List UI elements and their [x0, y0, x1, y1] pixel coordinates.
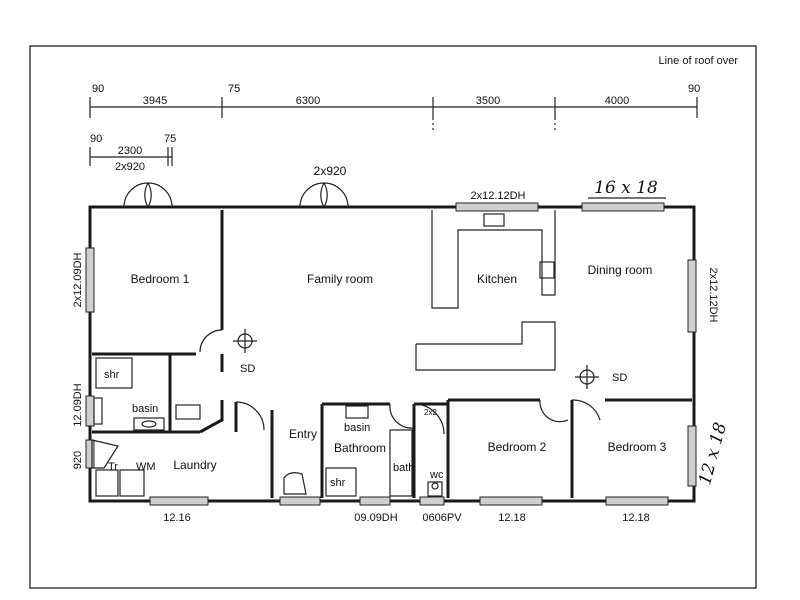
room-entry: Entry — [289, 427, 317, 441]
dim-4000: 4000 — [605, 95, 629, 107]
dim-90-left: 90 — [92, 83, 104, 95]
dim-90-right: 90 — [688, 83, 700, 95]
label-sd-2: SD — [612, 372, 627, 384]
room-bedroom3: Bedroom 3 — [608, 440, 667, 454]
fixtures — [91, 357, 443, 497]
window-laundry-side — [85, 439, 95, 469]
label-wm: WM — [136, 461, 156, 473]
room-family: Family room — [307, 272, 373, 286]
window-bath — [85, 395, 95, 427]
handwritten-dining-size: 16 x 18 — [594, 178, 658, 198]
label-shr-1: shr — [104, 369, 120, 381]
exterior-walls — [88, 205, 696, 503]
room-laundry: Laundry — [173, 458, 216, 472]
label-shr-2: shr — [330, 477, 346, 489]
label-wc: wc — [429, 469, 444, 481]
dim-3500: 3500 — [476, 95, 500, 107]
door-swings — [123, 182, 601, 495]
roof-note: Line of roof over — [659, 55, 739, 67]
window-bedroom1 — [85, 247, 95, 313]
window-kitchen — [455, 202, 539, 212]
label-window-bedroom3: 12.18 — [622, 512, 650, 524]
label-sd-1: SD — [240, 363, 255, 375]
label-window-kitchen: 2x12.12DH — [470, 190, 525, 202]
smoke-detector-2 — [575, 365, 599, 389]
window-laundry — [149, 496, 209, 506]
label-window-bedroom1: 2x12.09DH — [72, 252, 84, 307]
dim2-2300: 2300 — [118, 145, 142, 157]
dim-6300: 6300 — [296, 95, 320, 107]
dim-3945: 3945 — [143, 95, 167, 107]
room-kitchen: Kitchen — [477, 272, 517, 286]
window-entry — [279, 496, 321, 506]
dim-75: 75 — [228, 83, 240, 95]
label-basin-1: basin — [132, 403, 158, 415]
label-window-dining: 2x12.12DH — [707, 267, 719, 322]
label-window-bath: 12.09DH — [72, 383, 84, 426]
dimension-line-second: 90 75 2300 2x920 — [89, 133, 176, 173]
dim2-75: 75 — [164, 133, 176, 145]
window-bedroom3 — [605, 496, 669, 506]
smoke-detector-1 — [233, 329, 257, 353]
kitchen-cabinets — [415, 210, 556, 371]
room-bedroom2: Bedroom 2 — [488, 440, 547, 454]
room-dining: Dining room — [588, 263, 653, 277]
label-bath: bath — [393, 462, 414, 474]
windows — [85, 202, 697, 506]
label-tr: Tr — [108, 461, 118, 473]
dim2-2x920: 2x920 — [115, 161, 145, 173]
label-window-bedroom2: 12.18 — [498, 512, 526, 524]
window-wc — [419, 496, 445, 506]
room-bedroom1: Bedroom 1 — [131, 272, 190, 286]
window-bedroom2 — [479, 496, 543, 506]
label-note: 2x2 — [424, 408, 437, 417]
roof-outline — [29, 45, 757, 589]
label-door-top-mid: 2x920 — [314, 164, 347, 178]
dimension-line-top: 90 3945 75 6300 3500 4000 90 — [89, 83, 700, 118]
window-bathroom — [359, 496, 391, 506]
room-bathroom: Bathroom — [334, 441, 386, 455]
label-basin-2: basin — [344, 422, 370, 434]
window-dining-top — [581, 202, 665, 212]
window-bedroom3-side — [687, 425, 697, 487]
label-window-laundry: 12.16 — [163, 512, 191, 524]
dim2-90: 90 — [90, 133, 102, 145]
label-window-laundry-side: 920 — [72, 451, 84, 469]
window-dining-right — [687, 259, 697, 333]
handwritten-bed3-size: 12 x 18 — [695, 420, 731, 487]
label-window-bathroom: 09.09DH — [354, 512, 397, 524]
interior-walls — [92, 210, 692, 498]
label-window-wc: 0606PV — [422, 512, 462, 524]
